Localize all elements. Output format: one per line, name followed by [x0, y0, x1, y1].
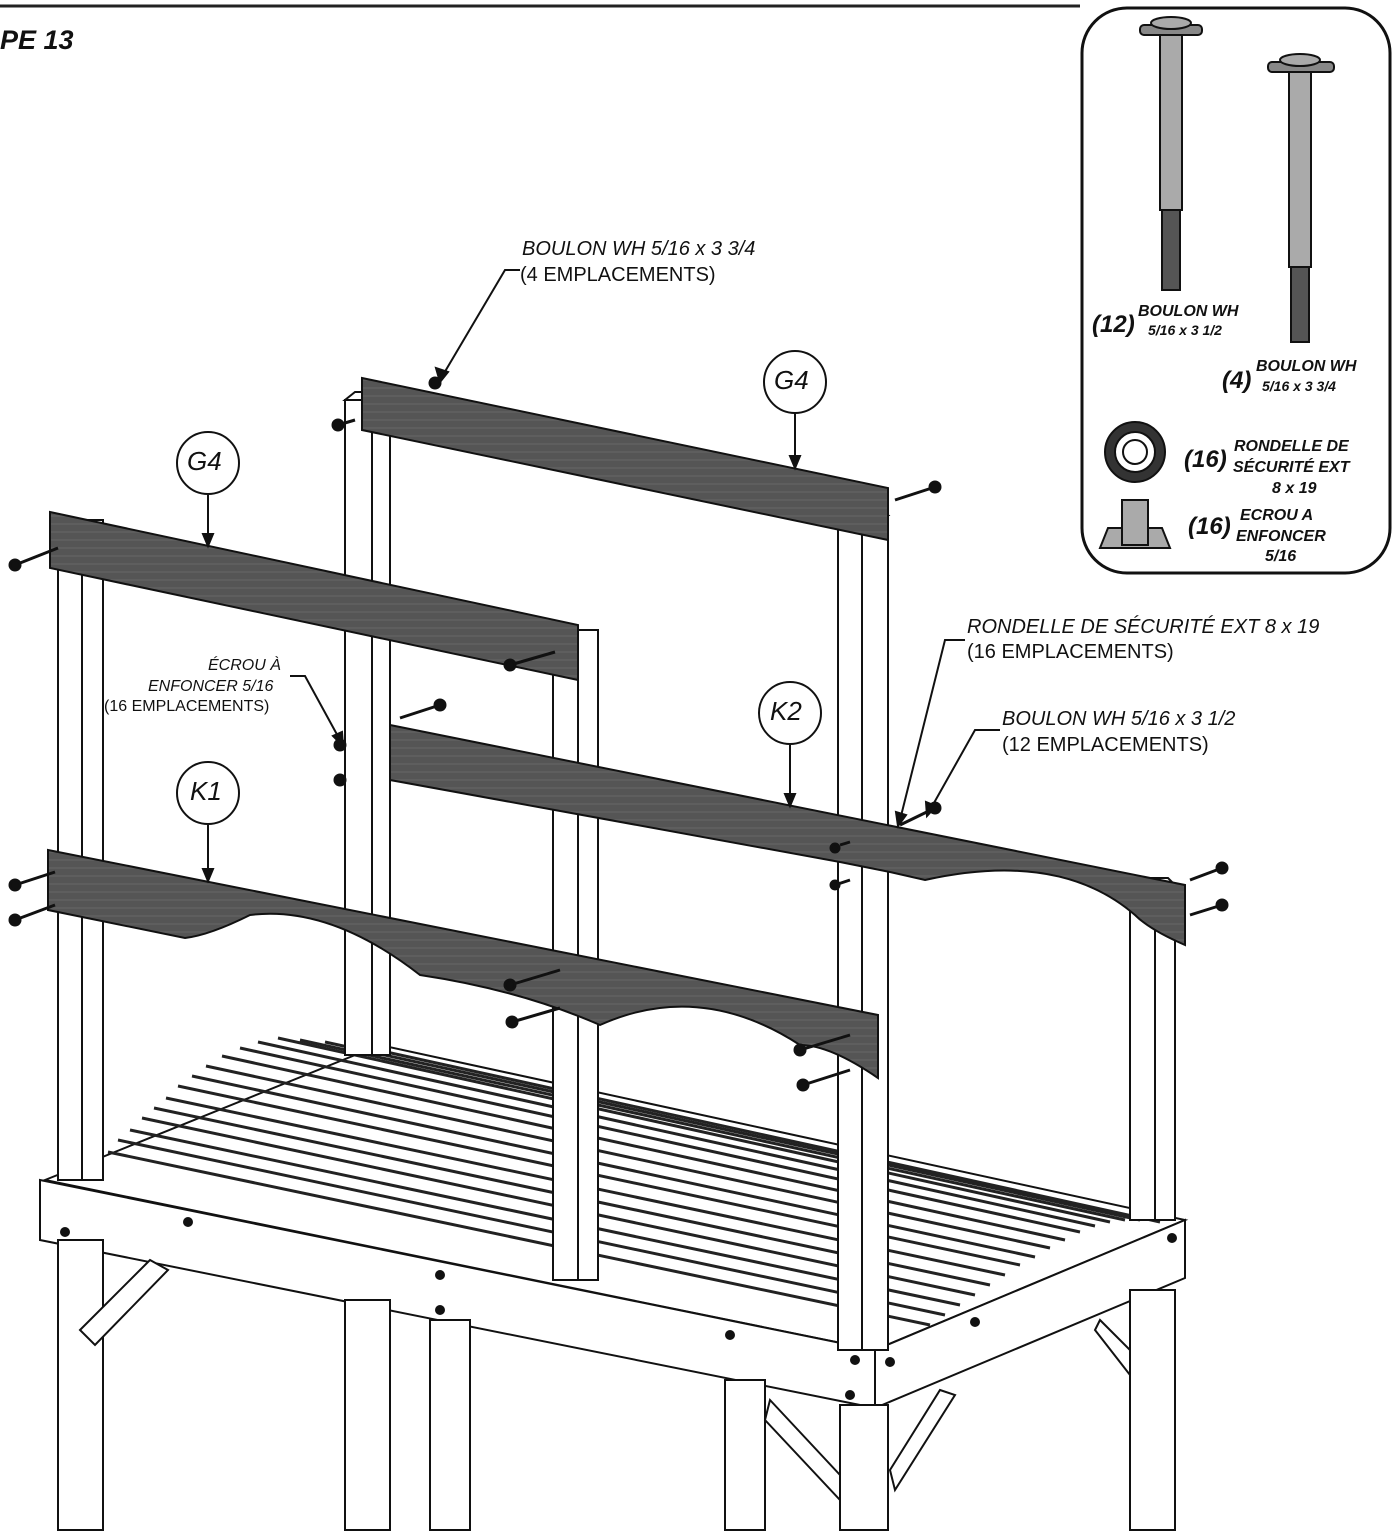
lock-washer-icon: [1104, 421, 1166, 483]
callout-tnut-line1: ÉCROU À: [208, 657, 281, 674]
legend-name-bolt-334-line2: 5/16 x 3 3/4: [1262, 378, 1336, 394]
legend-qty-washer: (16): [1184, 446, 1227, 473]
legend-name-washer-line2: SÉCURITÉ EXT: [1233, 459, 1350, 476]
legend-name-bolt-312-line1: BOULON WH: [1138, 303, 1239, 320]
rail-boards: [47, 376, 1186, 1080]
deck: [39, 1036, 1189, 1410]
callout-washer-line1: RONDELLE DE SÉCURITÉ EXT 8 x 19: [967, 616, 1320, 638]
callout-washer-line2: (16 EMPLACEMENTS): [967, 641, 1174, 663]
bolts: [8, 376, 1229, 1092]
part-tag-g4-back: G4: [774, 365, 809, 395]
t-nut-icon: [1098, 499, 1172, 549]
legend-qty-bolt-312: (12): [1092, 311, 1135, 338]
part-tag-g4-front: G4: [187, 446, 222, 476]
legend-name-bolt-312-line2: 5/16 x 3 1/2: [1148, 322, 1222, 338]
legend-name-washer-line1: RONDELLE DE: [1234, 438, 1349, 455]
callout-bolt-312-line2: (12 EMPLACEMENTS): [1002, 734, 1209, 756]
legend-name-tnut-line1: ECROU A: [1240, 507, 1314, 524]
part-tag-k2: K2: [770, 696, 802, 726]
part-tag-circles: [176, 350, 827, 825]
callout-tnut-line2: ENFONCER 5/16: [148, 678, 274, 695]
callout-bolt-312-line1: BOULON WH 5/16 x 3 1/2: [1002, 708, 1236, 730]
legend-qty-bolt-334: (4): [1222, 367, 1252, 394]
callout-tnut-line3: (16 EMPLACEMENTS): [104, 698, 270, 715]
leader-lines: [201, 269, 1000, 884]
part-tag-k1: K1: [190, 776, 222, 806]
step-title: PE 13: [0, 25, 74, 55]
bolt-334-icon: [1267, 53, 1335, 343]
legend-name-tnut-line2: ENFONCER: [1236, 528, 1326, 545]
callout-bolt-334-line2: (4 EMPLACEMENTS): [520, 264, 716, 286]
callout-bolt-334-line1: BOULON WH 5/16 x 3 3/4: [522, 238, 756, 260]
legs: [57, 1239, 1176, 1531]
legend-name-tnut-line3: 5/16: [1265, 548, 1297, 565]
bolt-312-icon: [1139, 16, 1203, 291]
legend-name-bolt-334-line1: BOULON WH: [1256, 358, 1357, 375]
legend-name-washer-line3: 8 x 19: [1272, 480, 1317, 497]
legend-qty-tnut: (16): [1188, 513, 1231, 540]
hardware-legend-box: [1080, 6, 1392, 575]
